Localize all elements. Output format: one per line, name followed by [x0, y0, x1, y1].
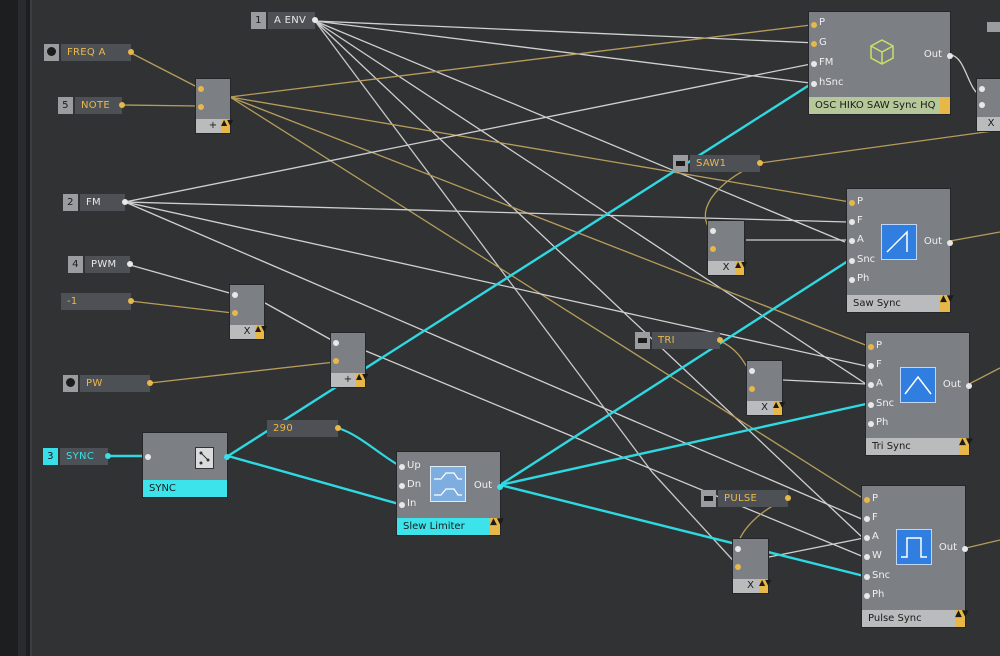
port-a: A: [872, 531, 879, 542]
port-up: Up: [407, 460, 421, 471]
saw-sync-module[interactable]: P F A Snc Ph Out Saw Sync▲▼: [846, 188, 954, 313]
port-w: W: [872, 550, 882, 561]
port-p: P: [819, 17, 826, 28]
port-in: In: [407, 498, 417, 509]
port-out: Out: [938, 542, 957, 553]
saw1-switch[interactable]: SAW1: [673, 155, 763, 172]
module-title: Tri Sync: [872, 441, 911, 452]
button-icon: [987, 22, 1000, 32]
note-number: 5: [58, 97, 73, 114]
port-out: Out: [923, 236, 942, 247]
port-out: Out: [923, 49, 942, 60]
op-symbol: X: [747, 580, 754, 591]
note-text: NOTE: [81, 100, 110, 111]
tri-switch[interactable]: TRI: [635, 332, 723, 349]
op-symbol: X: [761, 402, 768, 413]
port-p: P: [876, 340, 883, 351]
port-snc: Snc: [857, 254, 876, 265]
multiply-op-pwm[interactable]: X▲▼: [229, 284, 267, 340]
port-p: P: [857, 196, 864, 207]
port-ph: Ph: [872, 589, 885, 600]
port-dn: Dn: [407, 479, 422, 490]
knob-icon: [44, 44, 59, 61]
pwm-label[interactable]: 4 PWM: [68, 256, 133, 273]
pulse-text: PULSE: [724, 493, 758, 504]
op-symbol: +: [208, 120, 218, 131]
sync-text: SYNC: [66, 451, 95, 462]
a-env-text: A ENV: [274, 15, 307, 26]
cube-icon: [870, 39, 894, 65]
freq-a-knob[interactable]: FREQ A: [44, 44, 134, 61]
left-panel-edge: [0, 0, 32, 656]
pwm-number: 4: [68, 256, 83, 273]
sync-label[interactable]: 3 SYNC: [43, 448, 111, 465]
fm-text: FM: [86, 197, 101, 208]
module-title: Slew Limiter: [403, 521, 465, 532]
add-op-freq[interactable]: +▲▼: [195, 78, 233, 134]
pulse-wave-icon: [896, 529, 932, 565]
button-icon: [635, 332, 650, 349]
module-title: Pulse Sync: [868, 613, 922, 624]
constant-290[interactable]: 290: [267, 420, 341, 437]
op-symbol: X: [243, 326, 251, 337]
add-op-pw[interactable]: +▲▼: [330, 332, 368, 388]
switch-icon: [195, 447, 214, 469]
op-symbol: X: [722, 262, 730, 273]
a-env-label[interactable]: 1 A ENV: [251, 12, 318, 29]
a-env-number: 1: [251, 12, 266, 29]
multiply-op-saw[interactable]: X▲▼: [707, 220, 747, 276]
module-title: OSC HIKO SAW Sync HQ: [809, 97, 950, 114]
multiply-op-tri[interactable]: X▲▼: [746, 360, 785, 416]
button-icon: [701, 490, 716, 507]
saw-wave-icon: [881, 224, 917, 260]
port-a: A: [876, 378, 883, 389]
op-symbol: X: [987, 118, 995, 129]
slew-curve-icon: [430, 466, 466, 502]
op-symbol: +: [343, 374, 353, 385]
button-icon: [673, 155, 688, 172]
port-f: F: [857, 215, 863, 226]
pulse-switch[interactable]: PULSE: [701, 490, 791, 507]
tri-sync-module[interactable]: P F A Snc Ph Out Tri Sync▲▼: [865, 332, 973, 456]
tri-text: TRI: [658, 335, 675, 346]
port-snc: Snc: [872, 570, 891, 581]
port-fm: FM: [819, 57, 834, 68]
port-f: F: [872, 512, 878, 523]
pulse-sync-module[interactable]: P F A W Snc Ph Out Pulse Sync▲▼: [861, 485, 969, 628]
module-title: SYNC: [143, 480, 227, 497]
triangle-wave-icon: [900, 367, 936, 403]
c290-text: 290: [273, 423, 293, 434]
fm-number: 2: [63, 194, 78, 211]
port-g: G: [819, 37, 827, 48]
port-a: A: [857, 234, 864, 245]
fm-label[interactable]: 2 FM: [63, 194, 128, 211]
port-ph: Ph: [876, 417, 889, 428]
multiply-op-pulse[interactable]: X▲▼: [732, 538, 771, 594]
port-snc: Snc: [876, 398, 895, 409]
sync-number: 3: [43, 448, 58, 465]
pw-text: PW: [86, 378, 103, 389]
saw1-text: SAW1: [696, 158, 727, 169]
pwm-text: PWM: [91, 259, 117, 270]
neg1-text: -1: [67, 296, 78, 307]
osc-hiko-module[interactable]: P G FM hSnc Out OSC HIKO SAW Sync HQ: [808, 11, 953, 115]
port-out: Out: [942, 379, 961, 390]
sync-module[interactable]: SYNC: [142, 432, 230, 498]
multiply-op-out[interactable]: X: [976, 78, 1000, 132]
freq-a-text: FREQ A: [67, 47, 106, 58]
port-out: Out: [473, 480, 492, 491]
constant-neg1[interactable]: -1: [61, 293, 134, 310]
port-f: F: [876, 359, 882, 370]
port-hsnc: hSnc: [819, 77, 844, 88]
module-title: Saw Sync: [853, 298, 901, 309]
slew-limiter-module[interactable]: Up Dn In Out Slew Limiter▲▼: [396, 451, 504, 536]
port-p: P: [872, 493, 879, 504]
pw-knob[interactable]: PW: [63, 375, 153, 392]
port-ph: Ph: [857, 273, 870, 284]
knob-icon: [63, 375, 78, 392]
note-label[interactable]: 5 NOTE: [58, 97, 125, 114]
